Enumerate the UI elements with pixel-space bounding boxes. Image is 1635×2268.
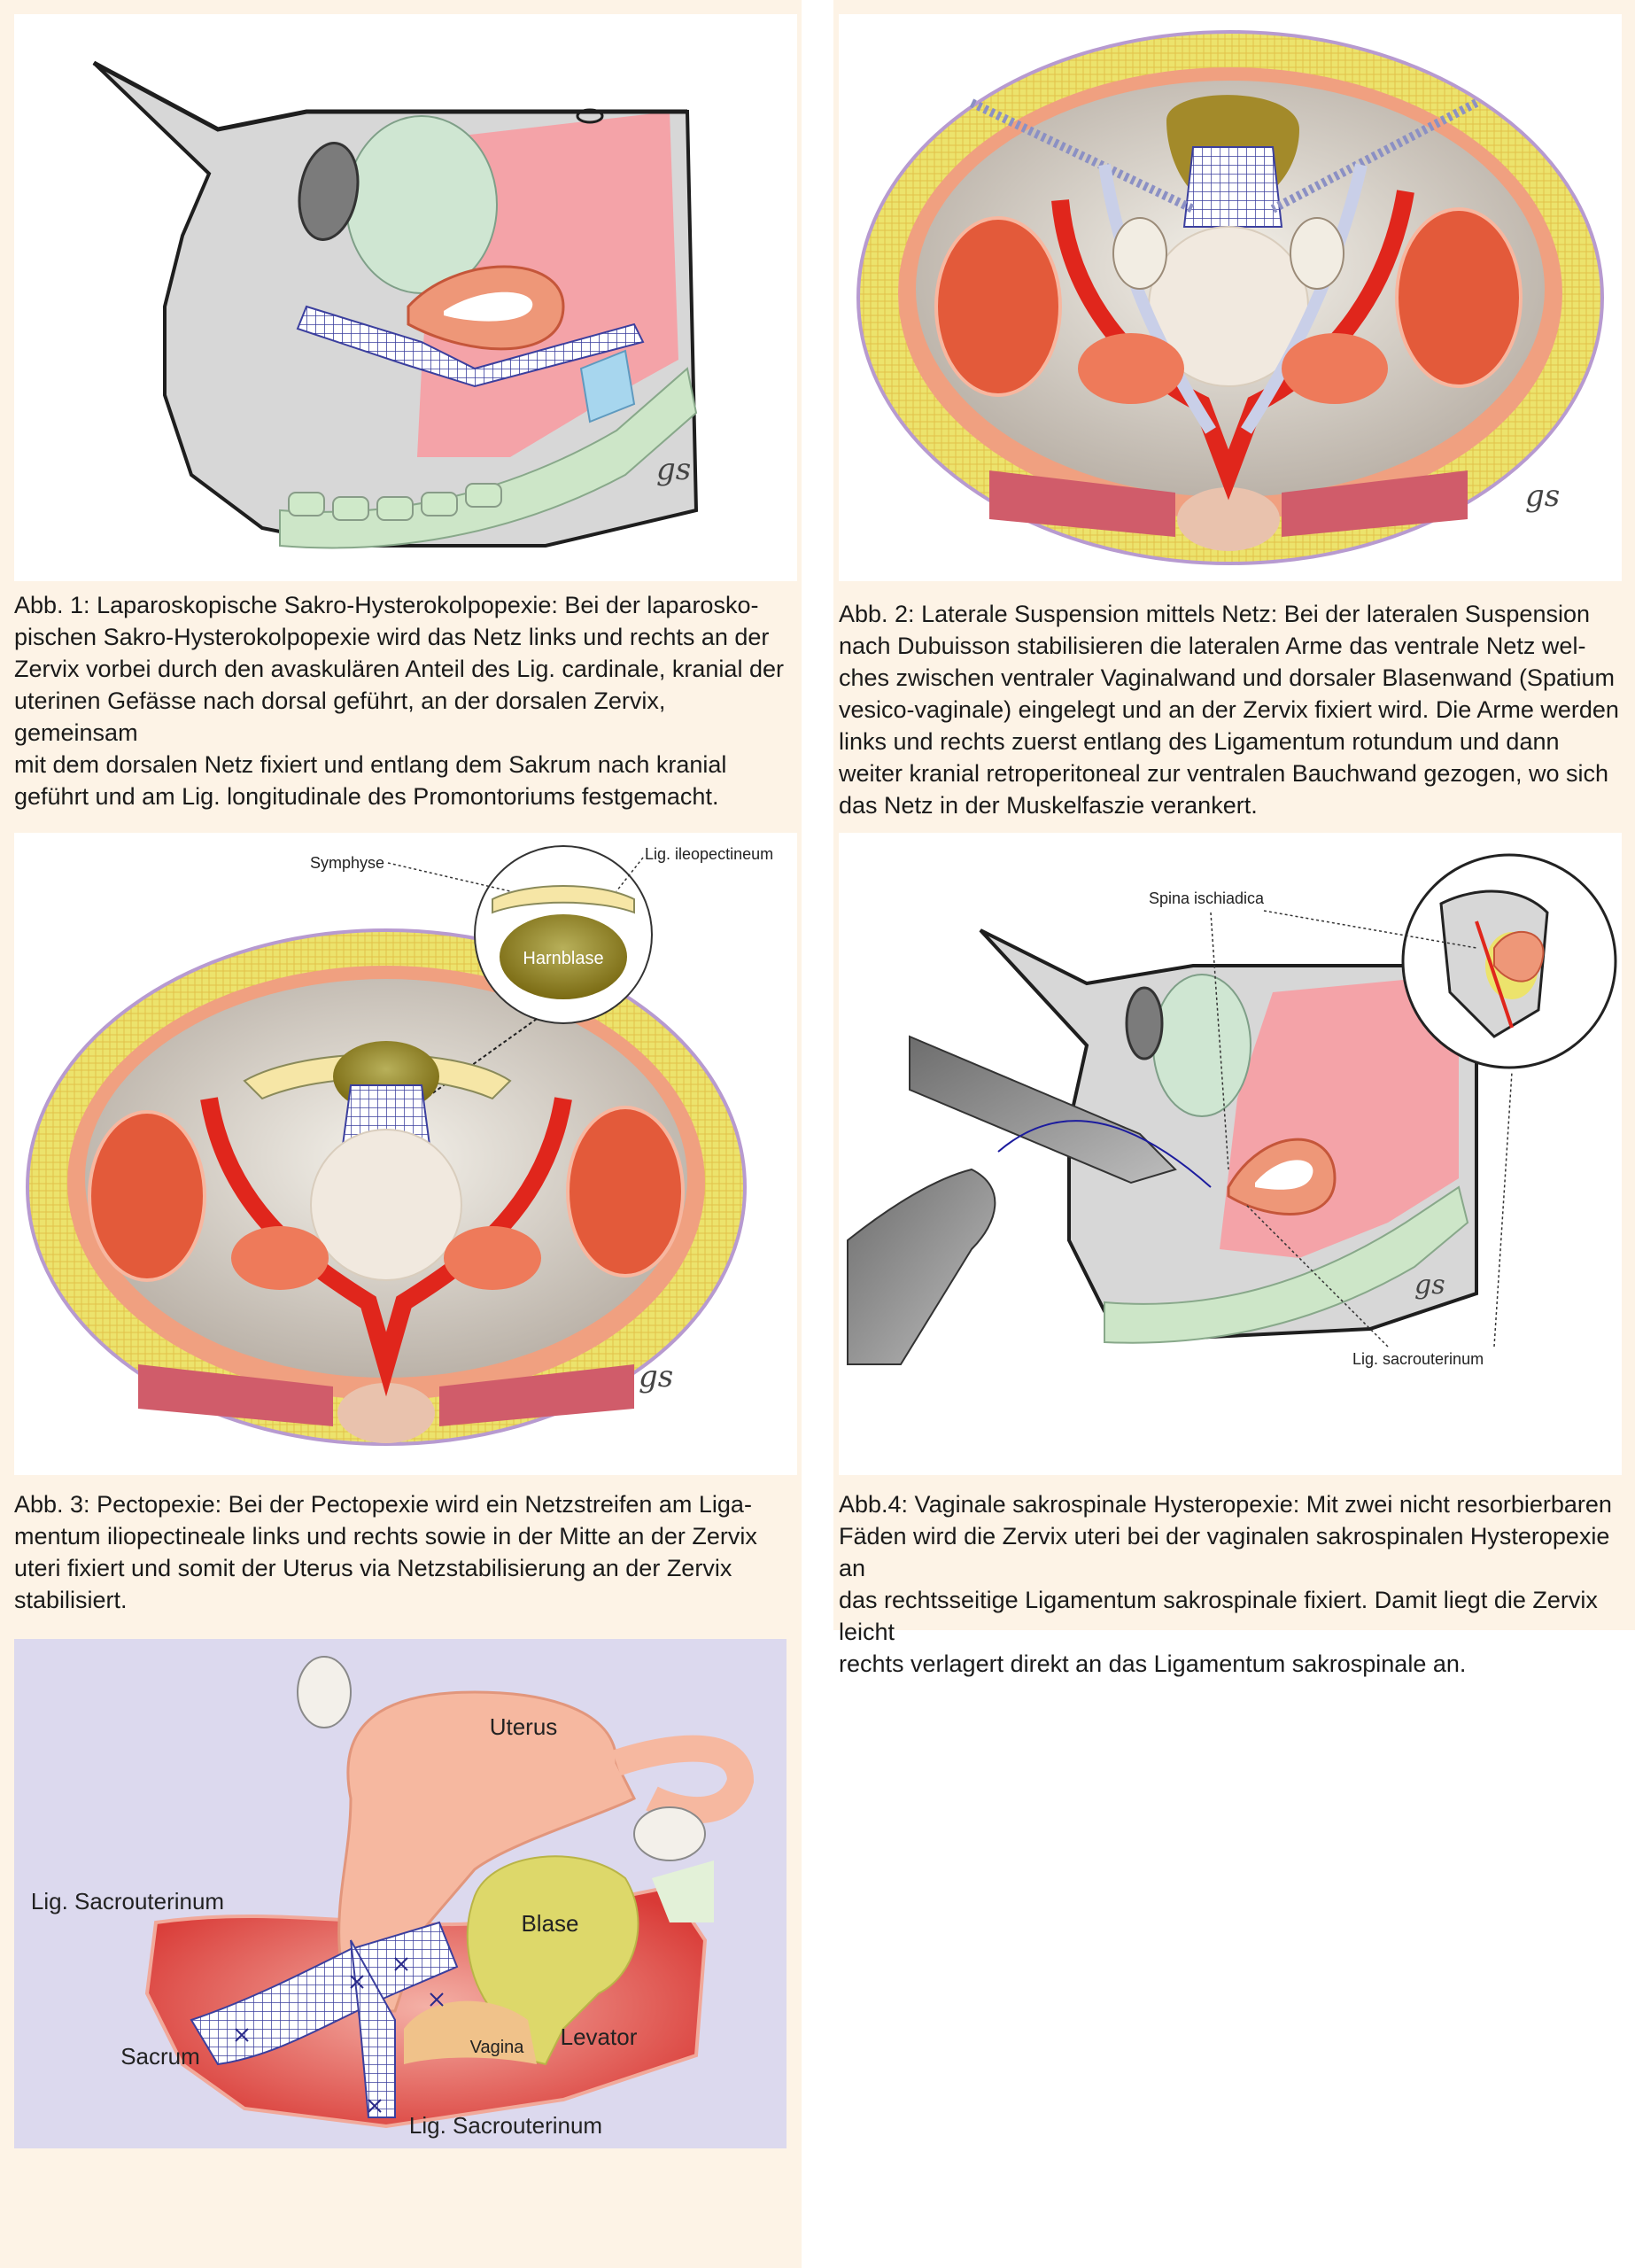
lig-ileopectineum-label: Lig. ileopectineum: [645, 845, 773, 863]
abb3-caption-line: Abb. 3: Pectopexie: Bei der Pectopexie w…: [14, 1491, 752, 1518]
abb2-caption-line: weiter kranial retroperitoneal zur ventr…: [839, 760, 1608, 787]
abb1-caption-line: Zervix vorbei durch den avaskulären Ante…: [14, 656, 784, 682]
abb1-caption-line: Abb. 1: Laparoskopische Sakro-Hysterokol…: [14, 592, 759, 618]
abb1-signature: gs: [656, 452, 691, 487]
abb3-caption: Abb. 3: Pectopexie: Bei der Pectopexie w…: [14, 1488, 794, 1616]
figure-abb1: gs Abb. 1: Laparoskopische Sakro-Hystero…: [0, 0, 802, 833]
symphyse-label: Symphyse: [310, 854, 384, 872]
lig-sacrouterinum-bottom-label: Lig. Sacrouterinum: [409, 2112, 602, 2139]
abb2-illustration: gs: [839, 14, 1622, 581]
abb1-illustration: gs: [14, 14, 797, 581]
abb3-signature: gs: [639, 1359, 673, 1394]
abb4-caption-line: rechts verlagert direkt an das Ligamentu…: [839, 1651, 1467, 1677]
abb4-caption-line: das rechtsseitige Ligamentum sakrospinal…: [839, 1587, 1598, 1645]
abb1-caption-line: uterinen Gefässe nach dorsal geführt, an…: [14, 687, 666, 746]
blase-label: Blase: [521, 1910, 578, 1937]
abb2-caption-line: das Netz in der Muskelfaszie verankert.: [839, 792, 1258, 819]
abb1-caption-line: mit dem dorsalen Netz fixiert und entlan…: [14, 751, 727, 778]
abb3-caption-line: mentum iliopectineale links und rechts s…: [14, 1523, 757, 1550]
spina-ischiadica-label: Spina ischiadica: [1149, 889, 1265, 907]
abb4-caption: Abb.4: Vaginale sakrospinale Hysteropexi…: [839, 1488, 1631, 1680]
abb2-caption-line: nach Dubuisson stabilisieren die lateral…: [839, 633, 1586, 659]
abb2-caption-line: ches zwischen ventraler Vaginalwand und …: [839, 664, 1615, 691]
figure-abb5: Uterus Blase Vagina Levator Sacrum Lig. …: [0, 1630, 802, 2268]
abb4-illustration: Spina ischiadica Lig. sacrouterinum gs: [839, 833, 1622, 1475]
abb3-illustration: Harnblase Symphyse Lig. ileopectineum gs: [14, 833, 797, 1475]
sacrum-label: Sacrum: [120, 2043, 200, 2070]
abb2-signature: gs: [1525, 478, 1560, 514]
lig-sacrouterinum-top-label: Lig. Sacrouterinum: [31, 1888, 224, 1915]
uterus-label: Uterus: [490, 1713, 558, 1740]
figure-abb2: gs Abb. 2: Laterale Suspension mittels N…: [833, 0, 1635, 833]
abb1-caption-line: pischen Sakro-Hysterokolpopexie wird das…: [14, 624, 770, 650]
abb2-caption-line: Abb. 2: Laterale Suspension mittels Netz…: [839, 601, 1590, 627]
abb1-caption: Abb. 1: Laparoskopische Sakro-Hysterokol…: [14, 589, 794, 812]
abb3-caption-line: uteri fixiert und somit der Uterus via N…: [14, 1555, 732, 1581]
levator-label: Levator: [561, 2023, 638, 2050]
abb3-caption-line: stabilisiert.: [14, 1587, 128, 1613]
abb5-illustration: Uterus Blase Vagina Levator Sacrum Lig. …: [14, 1639, 787, 2148]
abb1-caption-line: geführt und am Lig. longitudinale des Pr…: [14, 783, 719, 810]
lig-sacrouterinum-label: Lig. sacrouterinum: [1352, 1350, 1484, 1368]
abb2-caption-line: vesico-vaginale) eingelegt und an der Ze…: [839, 696, 1619, 723]
harnblase-label: Harnblase: [523, 949, 603, 968]
abb2-caption-line: links und rechts zuerst entlang des Liga…: [839, 728, 1560, 755]
vagina-label: Vagina: [470, 2038, 525, 2057]
abb4-signature: gs: [1414, 1270, 1445, 1301]
figure-abb3: Harnblase Symphyse Lig. ileopectineum gs: [0, 833, 802, 1630]
abb4-caption-line: Fäden wird die Zervix uteri bei der vagi…: [839, 1523, 1610, 1581]
abb2-caption: Abb. 2: Laterale Suspension mittels Netz…: [839, 598, 1631, 821]
abb4-caption-line: Abb.4: Vaginale sakrospinale Hysteropexi…: [839, 1491, 1612, 1518]
figure-abb4: Spina ischiadica Lig. sacrouterinum gs A…: [833, 833, 1635, 1677]
